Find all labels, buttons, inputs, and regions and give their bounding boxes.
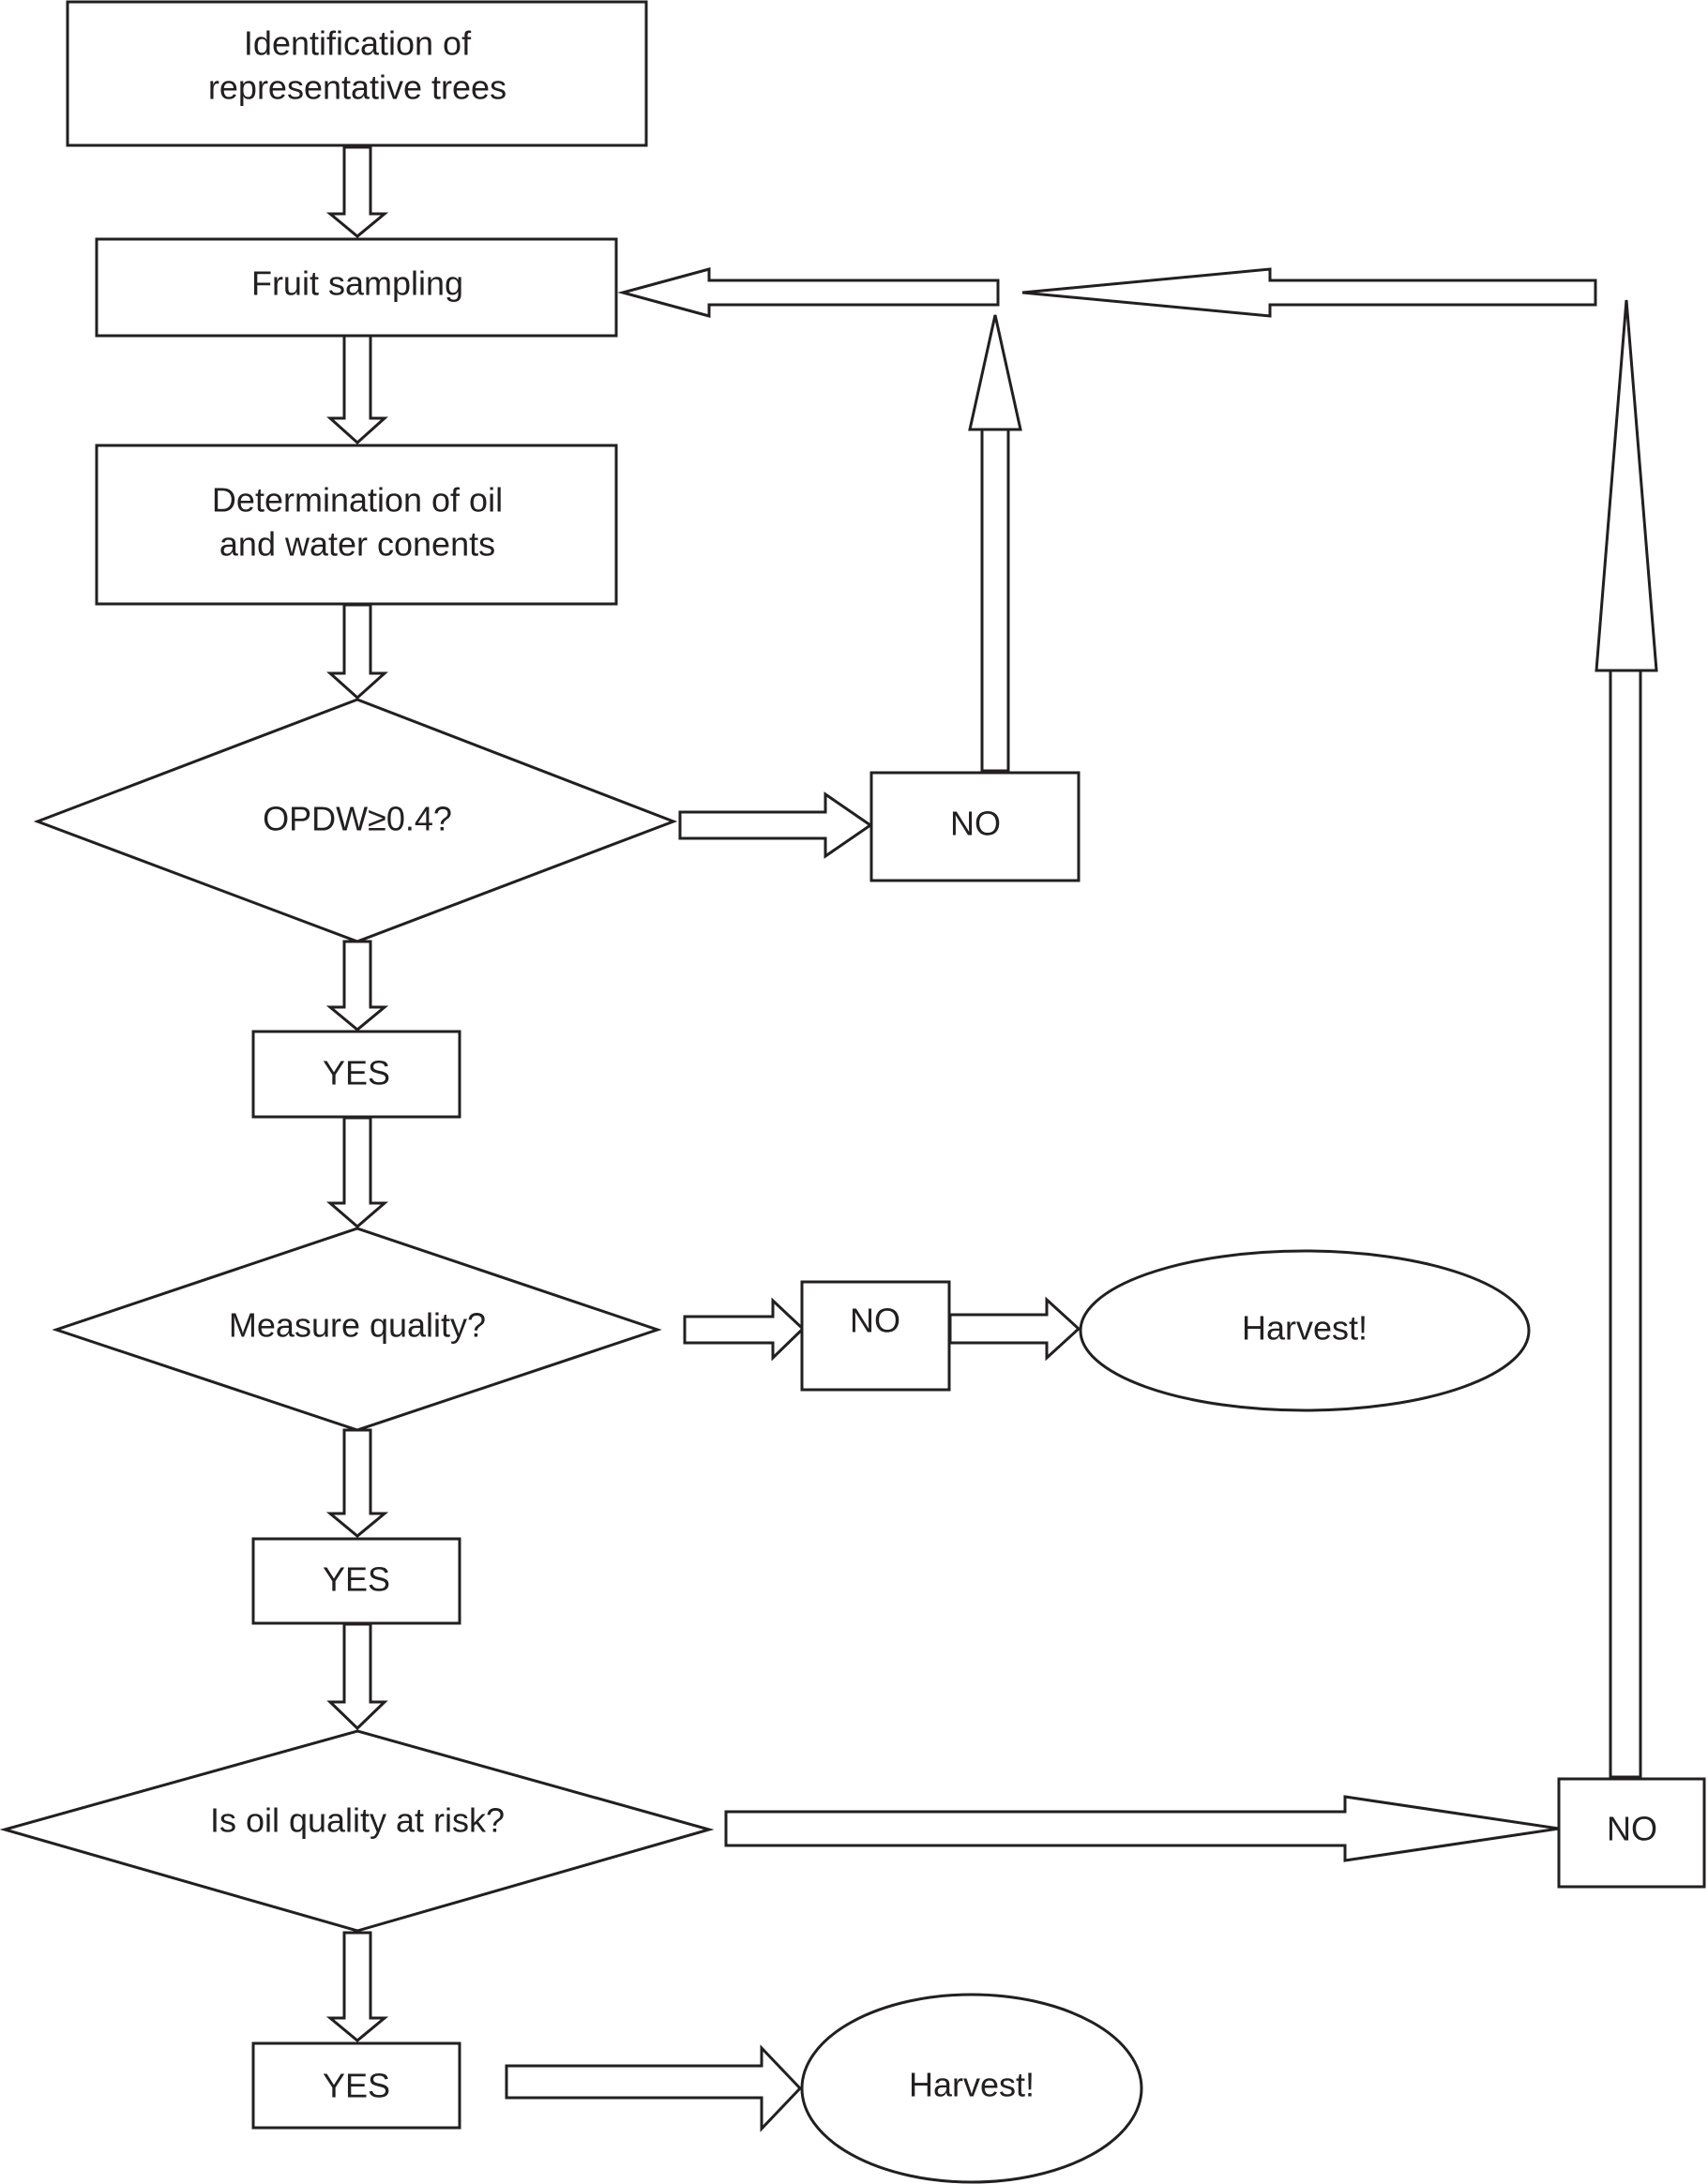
node-fruit-sampling: Fruit sampling (95, 237, 618, 338)
determination-label-line1: Determination of oil (212, 481, 503, 520)
node-yes-risk: YES (251, 2041, 461, 2130)
no-opdw-label: NO (950, 805, 1001, 843)
opdw-label: OPDW≥0.4? (263, 800, 452, 838)
arrow-sampling-to-determination (326, 334, 388, 445)
node-no-measure: NO (800, 1280, 951, 1392)
yes-risk-label: YES (323, 2067, 390, 2105)
yes-opdw-label: YES (323, 1054, 390, 1092)
arrow-to-fruit-sampling (617, 267, 1000, 318)
node-harvest-2: Harvest! (800, 1993, 1143, 2184)
arrow-risk-to-no (724, 1795, 1560, 1862)
arrow-measure-to-yes (325, 1428, 389, 1538)
node-no-risk: NO (1557, 1777, 1706, 1889)
arrow-identification-to-sampling (325, 145, 389, 238)
harvest-2-label: Harvest! (909, 2066, 1035, 2104)
arrow-determination-to-opdw (326, 603, 388, 700)
arrow-yes-to-measure (325, 1116, 389, 1228)
fruit-sampling-label: Fruit sampling (251, 264, 463, 303)
determination-label-line2: and water conents (219, 525, 495, 564)
arrow-yes-to-risk (326, 1622, 388, 1731)
arrow-opdw-to-no (678, 791, 873, 859)
node-no-opdw: NO (869, 771, 1081, 882)
decision-measure-quality: Measure quality? (52, 1227, 662, 1432)
arrow-measure-to-no (683, 1297, 806, 1362)
node-yes-measure: YES (251, 1537, 461, 1625)
decision-opdw: OPDW≥0.4? (33, 698, 678, 943)
arrow-opdw-to-yes (325, 940, 389, 1032)
arrow-right-loop-top (1021, 267, 1597, 318)
node-identification: Identification of representative trees (66, 0, 648, 147)
identification-label-line2: representative trees (208, 68, 506, 107)
arrow-risk-to-yes (325, 1931, 389, 2042)
node-determination: Determination of oil and water conents (95, 444, 618, 606)
yes-measure-label: YES (323, 1560, 390, 1599)
oil-quality-risk-label: Is oil quality at risk? (210, 1801, 505, 1840)
arrow-yes-to-harvest (505, 2044, 803, 2132)
arrow-right-loop-up (1595, 299, 1658, 1779)
no-measure-label: NO (850, 1302, 900, 1340)
node-yes-opdw: YES (251, 1030, 461, 1119)
arrow-no-up (968, 314, 1022, 773)
arrow-no-to-harvest (948, 1296, 1081, 1362)
no-risk-label: NO (1607, 1810, 1657, 1848)
node-harvest-1: Harvest! (1079, 1249, 1531, 1412)
measure-quality-label: Measure quality? (229, 1306, 486, 1345)
harvest-1-label: Harvest! (1242, 1309, 1368, 1348)
decision-oil-quality-risk: Is oil quality at risk? (0, 1729, 715, 1933)
identification-label-line1: Identification of (244, 24, 472, 63)
